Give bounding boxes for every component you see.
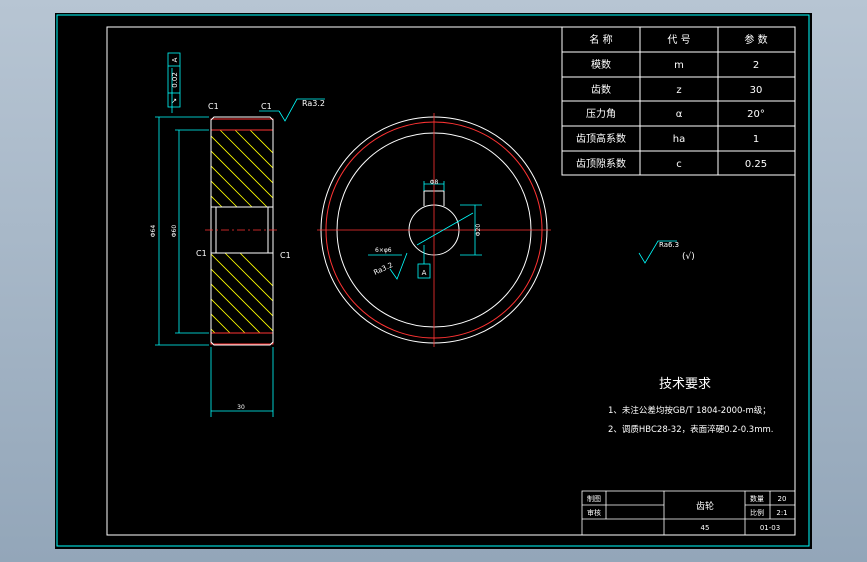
table-row-value: 1	[753, 134, 759, 145]
table-row-value: 2	[753, 60, 759, 71]
table-row-name: 模数	[591, 58, 611, 71]
roughness-symbol-side	[259, 98, 325, 122]
chamfer-label: C1	[208, 102, 219, 111]
title-block	[581, 490, 796, 536]
dim-inner-diameter: Φ60	[171, 225, 178, 238]
section-hatch-bottom	[211, 253, 273, 333]
drawn-label: 制图	[587, 494, 601, 503]
table-row-symbol: m	[674, 60, 684, 71]
dim-outer-diameter: Φ64	[150, 225, 157, 238]
table-row-symbol: ha	[673, 134, 685, 145]
table-header-symbol: 代 号	[667, 34, 690, 46]
table-row-name: 齿顶隙系数	[576, 157, 626, 170]
cad-drawing: 名 称 代 号 参 数 模数 m 2 齿数 z 30 压力角 α 20° 齿顶高…	[56, 14, 810, 547]
dimension-lines	[155, 68, 274, 417]
table-row-name: 齿数	[591, 83, 611, 96]
outer-frame	[56, 14, 810, 547]
table-row-value: 30	[750, 85, 763, 96]
leader-label: 6×φ6	[375, 247, 392, 254]
tech-requirement-item: 1、未注公差均按GB/T 1804-2000-m级；	[608, 405, 771, 416]
table-row-symbol: c	[676, 159, 682, 170]
section-hatch-top	[211, 130, 273, 207]
tooth-band-bottom	[210, 332, 274, 345]
scale-value: 2:1	[776, 509, 787, 517]
datum-label: A	[422, 269, 427, 277]
bore-dim: Φ20	[475, 224, 482, 237]
gear-section-view: ↗ 0.02 A Ra3.2 C1 C1 C1 C1 30 Φ64 Φ60	[150, 52, 325, 417]
drawing-sheet: 名 称 代 号 参 数 模数 m 2 齿数 z 30 压力角 α 20° 齿顶高…	[55, 13, 812, 549]
tolerance-frame: ↗ 0.02 A	[167, 52, 181, 108]
qty-label: 数量	[750, 494, 764, 503]
part-name: 齿轮	[696, 500, 714, 512]
tech-requirement-item: 2、调质HBC28-32，表面淬硬0.2-0.3mm.	[608, 424, 773, 435]
material: 45	[701, 524, 710, 532]
drawing-number: 01-03	[760, 524, 780, 532]
general-roughness: Ra6.3 (√)	[638, 240, 695, 264]
tolerance-value: 0.02	[171, 72, 179, 88]
chamfer-label: C1	[196, 249, 207, 258]
general-roughness-note: (√)	[682, 251, 695, 262]
tolerance-datum: A	[171, 57, 179, 62]
qty-value: 20	[778, 495, 787, 503]
roughness-label-side: Ra3.2	[302, 99, 325, 108]
table-header-value: 参 数	[744, 33, 767, 46]
params-table	[561, 26, 796, 176]
table-row-symbol: z	[676, 85, 681, 96]
chamfer-label: C1	[261, 102, 272, 111]
tolerance-symbol: ↗	[171, 97, 177, 105]
chamfer-label: C1	[280, 251, 291, 260]
table-row-value: 20°	[747, 109, 765, 120]
scale-label: 比例	[750, 508, 764, 517]
tech-requirements-title: 技术要求	[659, 377, 711, 392]
dim-width: 30	[237, 404, 245, 411]
keyway-dim: Φ8	[430, 179, 439, 186]
roughness-label-front: Ra3.2	[372, 261, 394, 277]
general-roughness-value: Ra6.3	[659, 241, 679, 249]
tooth-band-top	[210, 118, 274, 131]
inner-frame	[106, 26, 796, 536]
table-header-name: 名 称	[589, 33, 612, 46]
table-row-name: 齿顶高系数	[576, 132, 626, 145]
tech-requirements: 技术要求 1、未注公差均按GB/T 1804-2000-m级； 2、调质HBC2…	[608, 377, 773, 435]
check-label: 审核	[587, 508, 601, 517]
table-row-symbol: α	[676, 109, 683, 120]
table-row-name: 压力角	[586, 107, 616, 120]
gear-front-view: Φ8 Φ20 6×φ6 Ra3.2 A	[317, 113, 551, 347]
table-row-value: 0.25	[745, 159, 767, 170]
